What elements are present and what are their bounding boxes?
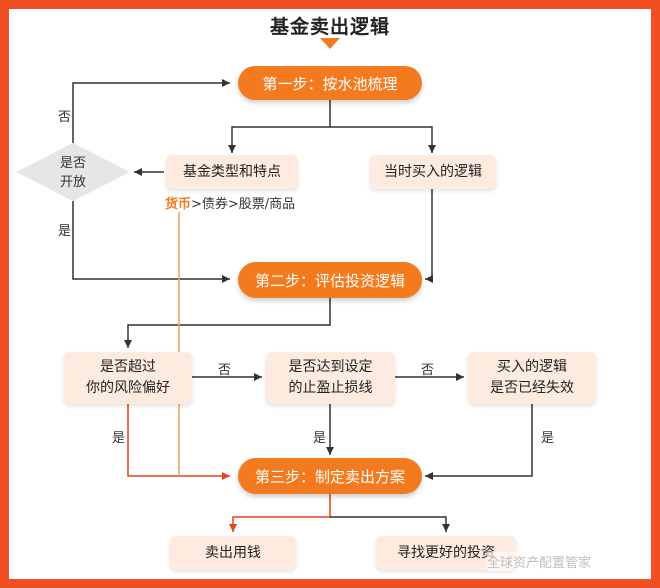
sell-use-box: 卖出用钱 xyxy=(170,536,296,570)
invalid-line2: 是否已经失效 xyxy=(490,380,574,396)
connector-step3-sell xyxy=(229,494,331,532)
connector-risk-step3 xyxy=(127,404,230,480)
connector-invalid-step3 xyxy=(425,404,533,480)
step3-pill: 第三步：制定卖出方案 xyxy=(238,458,422,494)
fund-type-box: 基金类型和特点 xyxy=(166,155,298,189)
title-down-marker xyxy=(320,38,340,49)
label-yes-invalid: 是 xyxy=(541,431,555,446)
label-no-diamond: 否 xyxy=(58,110,72,125)
watermark-text: 全球资产配置管家 xyxy=(487,552,592,571)
connector-buylogic-step2 xyxy=(425,188,433,283)
sell-use-label: 卖出用钱 xyxy=(205,544,261,561)
stop-line1: 是否达到设定 xyxy=(288,359,373,375)
connector-step3-find xyxy=(330,516,450,532)
connector-step1-split xyxy=(231,100,433,152)
step1-pill: 第一步：按水池梳理 xyxy=(238,66,422,100)
open-decision-label: 是否 开放 xyxy=(42,154,104,192)
find-better-label: 寻找更好的投资 xyxy=(397,544,495,561)
buy-logic-box: 当时买入的逻辑 xyxy=(370,155,496,189)
risk-line2: 你的风险偏好 xyxy=(86,380,170,396)
fund-type-rest: >债券>股票/商品 xyxy=(191,197,296,212)
label-no-stop: 否 xyxy=(421,363,435,378)
diamond-line2: 开放 xyxy=(59,175,86,190)
label-yes-stop: 是 xyxy=(313,431,327,446)
label-yes-risk: 是 xyxy=(112,431,126,446)
connector-step2-risk xyxy=(124,298,331,348)
label-yes-diamond: 是 xyxy=(58,224,72,239)
money-fund-highlight: 货币 xyxy=(165,197,192,212)
stop-check-box: 是否达到设定 的止盈止损线 xyxy=(266,352,395,404)
label-no-risk: 否 xyxy=(218,363,232,378)
invalid-line1: 买入的逻辑 xyxy=(497,359,567,375)
fund-type-order: 货币>债券>股票/商品 xyxy=(165,193,295,212)
buy-logic-label: 当时买入的逻辑 xyxy=(384,163,482,180)
risk-line1: 是否超过 xyxy=(100,359,156,375)
open-decision-diamond xyxy=(16,143,130,201)
connector-diamond-no xyxy=(72,79,230,143)
diagram-title: 基金卖出逻辑 xyxy=(269,16,390,38)
fund-type-label: 基金类型和特点 xyxy=(183,163,281,180)
step2-pill: 第二步：评估投资逻辑 xyxy=(238,262,422,298)
connector-diamond-yes xyxy=(72,201,230,283)
stop-line2: 的止盈止损线 xyxy=(288,380,373,396)
risk-check-box: 是否超过 你的风险偏好 xyxy=(64,352,192,404)
logic-invalid-box: 买入的逻辑 是否已经失效 xyxy=(468,352,596,404)
diamond-line1: 是否 xyxy=(59,156,86,171)
